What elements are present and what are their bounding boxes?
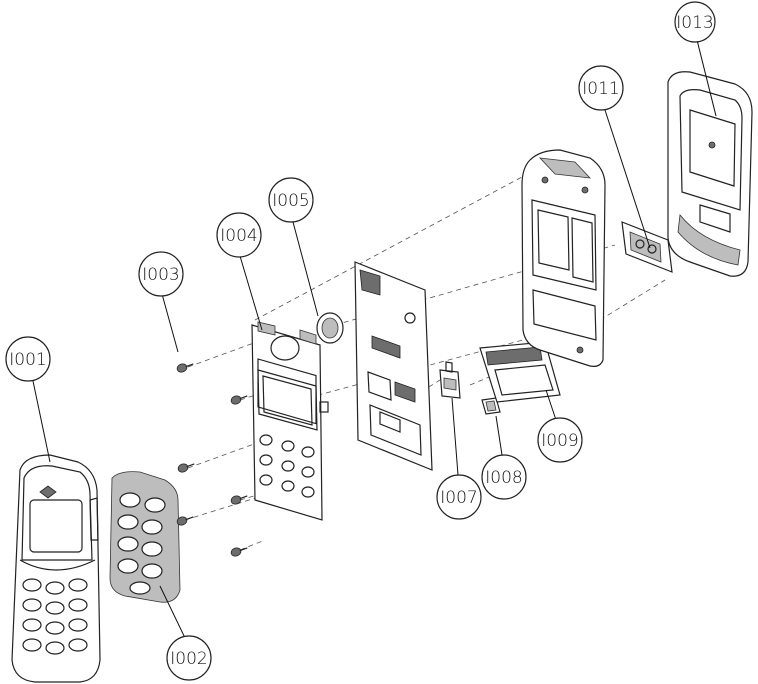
label-I003: I003 — [139, 252, 183, 296]
label-text-I008: I008 — [485, 468, 522, 488]
main-chassis — [522, 150, 605, 366]
label-I002: I002 — [167, 636, 211, 680]
label-I013: I013 — [675, 2, 715, 42]
front-cover-part — [12, 455, 100, 682]
back-cover-part — [668, 72, 752, 277]
label-I011: I011 — [579, 66, 623, 110]
label-I007: I007 — [437, 475, 481, 519]
label-text-I002: I002 — [170, 649, 207, 669]
label-text-I007: I007 — [440, 488, 477, 508]
label-text-I005: I005 — [272, 191, 309, 211]
display-frame-part — [252, 322, 328, 520]
label-text-I009: I009 — [541, 431, 578, 451]
circuit-board — [355, 262, 432, 470]
keypad-mat-part — [110, 472, 180, 603]
label-I004: I004 — [217, 213, 261, 257]
label-text-I001: I001 — [9, 350, 46, 370]
label-I009: I009 — [538, 418, 582, 462]
speaker-part — [317, 313, 343, 343]
label-I005: I005 — [269, 178, 313, 222]
screws-part — [176, 360, 249, 557]
label-text-I011: I011 — [582, 79, 619, 99]
label-text-I004: I004 — [220, 226, 257, 246]
battery-contact-part — [622, 222, 672, 272]
label-text-I013: I013 — [676, 13, 713, 33]
label-I001: I001 — [6, 337, 50, 381]
label-I008: I008 — [482, 455, 526, 499]
system-connector-part — [440, 362, 460, 398]
label-text-I003: I003 — [142, 265, 179, 285]
